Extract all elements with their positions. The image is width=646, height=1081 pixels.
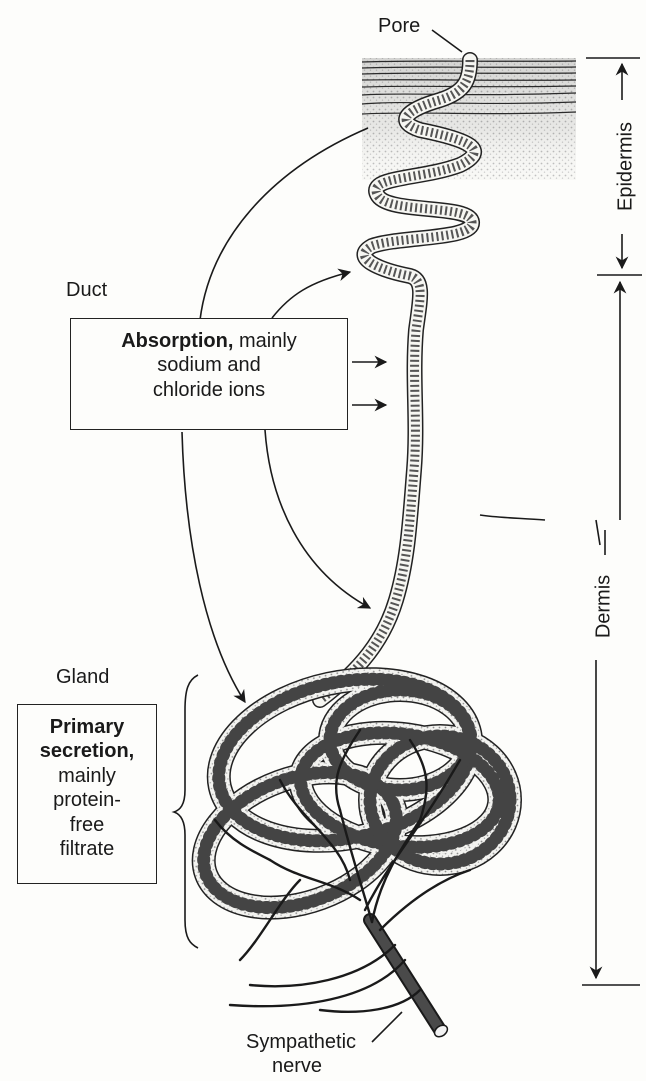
secretion-title-1: Primary [50, 716, 125, 738]
dermis-label: Dermis [593, 563, 616, 651]
absorption-arrow-upper [272, 272, 350, 318]
duct-curve-line [200, 128, 368, 320]
absorption-line3: chloride ions [71, 378, 347, 402]
nerve-leader-line [372, 1012, 402, 1042]
sympathetic-label: Sympathetic [246, 1030, 356, 1054]
secretion-line6: filtrate [18, 837, 156, 861]
secretion-line5: free [18, 813, 156, 837]
secretion-box: Primary secretion, mainly protein- free … [17, 704, 157, 884]
secretion-line4: protein- [18, 788, 156, 812]
duct-label: Duct [66, 278, 107, 302]
secretion-title-2: secretion, [40, 740, 134, 762]
pore-label: Pore [378, 14, 420, 38]
duct-to-gland-arrow [182, 432, 245, 702]
absorption-title: Absorption, [121, 330, 233, 352]
epidermis-label: Epidermis [615, 111, 638, 223]
secretion-line3: mainly [18, 764, 156, 788]
gland-label: Gland [56, 665, 109, 689]
gland-bracket [174, 675, 198, 948]
pore-leader-line [432, 30, 462, 52]
gland-coils [185, 657, 510, 932]
absorption-line1: mainly [233, 330, 296, 352]
nerve-label: nerve [272, 1054, 322, 1078]
absorption-box: Absorption, mainly sodium and chloride i… [70, 318, 348, 430]
absorption-arrow-bottom [265, 430, 370, 608]
absorption-line2: sodium and [71, 353, 347, 377]
